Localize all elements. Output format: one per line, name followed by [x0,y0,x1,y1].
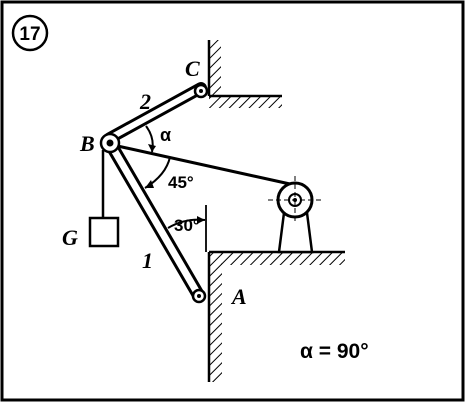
weight-g [88,216,120,248]
label-rod-1: 1 [142,248,153,273]
label-angle-45: 45° [168,173,194,192]
joint-b [99,132,121,154]
label-a: A [230,284,247,309]
label-c: C [185,56,200,81]
lower-wall-floor [207,250,345,382]
label-rod-2: 2 [139,89,151,114]
label-g: G [62,225,78,250]
upper-wall-support [207,40,282,108]
rod-1 [103,136,206,303]
given-condition: α = 90° [300,340,369,363]
label-alpha: α [160,125,171,145]
problem-number-badge: 17 [11,14,49,52]
hinge-c [193,83,209,99]
label-b: B [79,131,95,156]
pulley [268,176,322,254]
problem-number: 17 [19,24,40,45]
angle-45-arrowhead [145,180,154,188]
rod-2 [104,82,207,144]
alpha-arrowhead [148,144,156,152]
rope-to-pulley [112,143,291,186]
label-angle-30: 30° [174,216,200,235]
hinge-a [191,288,207,304]
angle-30-arrowhead [197,216,205,224]
